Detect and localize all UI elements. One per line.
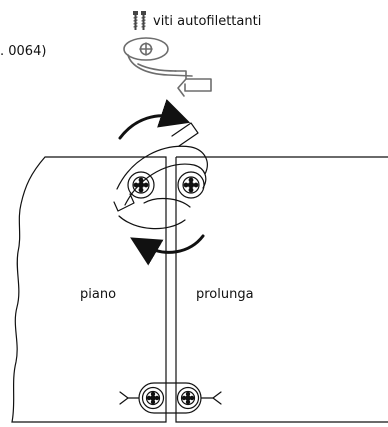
bottom-connector <box>119 382 222 414</box>
curved-arrow-icon <box>118 99 191 140</box>
connector-clip-icon <box>123 37 212 97</box>
right-panel-outline <box>175 156 388 423</box>
top-right-bolt <box>177 171 205 199</box>
piano-label: piano <box>80 287 117 302</box>
table-outline <box>11 156 388 423</box>
reference-code: . 0064) <box>0 44 47 59</box>
left-panel-outline <box>11 156 167 423</box>
bottom-left-bolt <box>141 386 165 410</box>
top-left-bolt <box>127 171 155 199</box>
bottom-right-bolt <box>176 386 200 410</box>
prolunga-label: prolunga <box>196 287 254 302</box>
screw-pair-icon <box>133 11 146 30</box>
curved-arrow-icon <box>130 234 205 266</box>
top-connector <box>113 122 208 230</box>
screw-label: viti autofilettanti <box>153 14 262 29</box>
